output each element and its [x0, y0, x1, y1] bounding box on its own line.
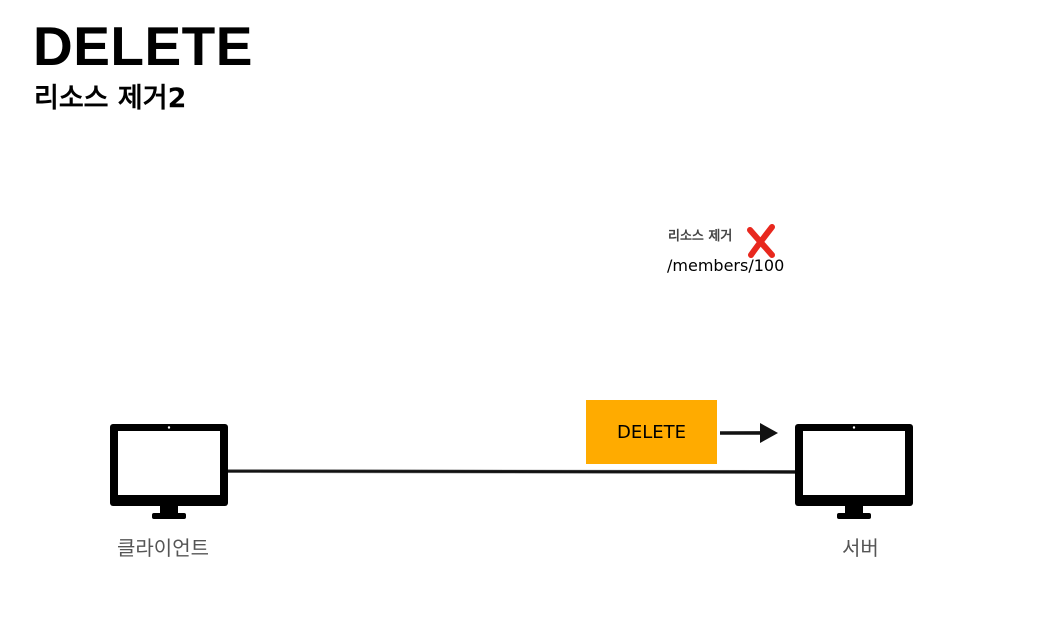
slide-title: DELETE — [33, 15, 253, 77]
request-arrow-icon — [720, 423, 778, 443]
delete-method-box: DELETE — [586, 400, 717, 464]
resource-removal-label: 리소스 제거 — [668, 229, 733, 244]
connection-line — [226, 469, 800, 474]
client-label: 클라이언트 — [117, 536, 209, 560]
slide-subtitle: 리소스 제거2 — [34, 83, 187, 114]
server-monitor-icon — [795, 424, 913, 519]
cross-mark-icon — [747, 224, 775, 258]
server-label: 서버 — [842, 536, 879, 560]
method-label: DELETE — [616, 421, 686, 443]
client-monitor-icon — [110, 424, 228, 519]
resource-path: /members/100 — [667, 256, 785, 275]
